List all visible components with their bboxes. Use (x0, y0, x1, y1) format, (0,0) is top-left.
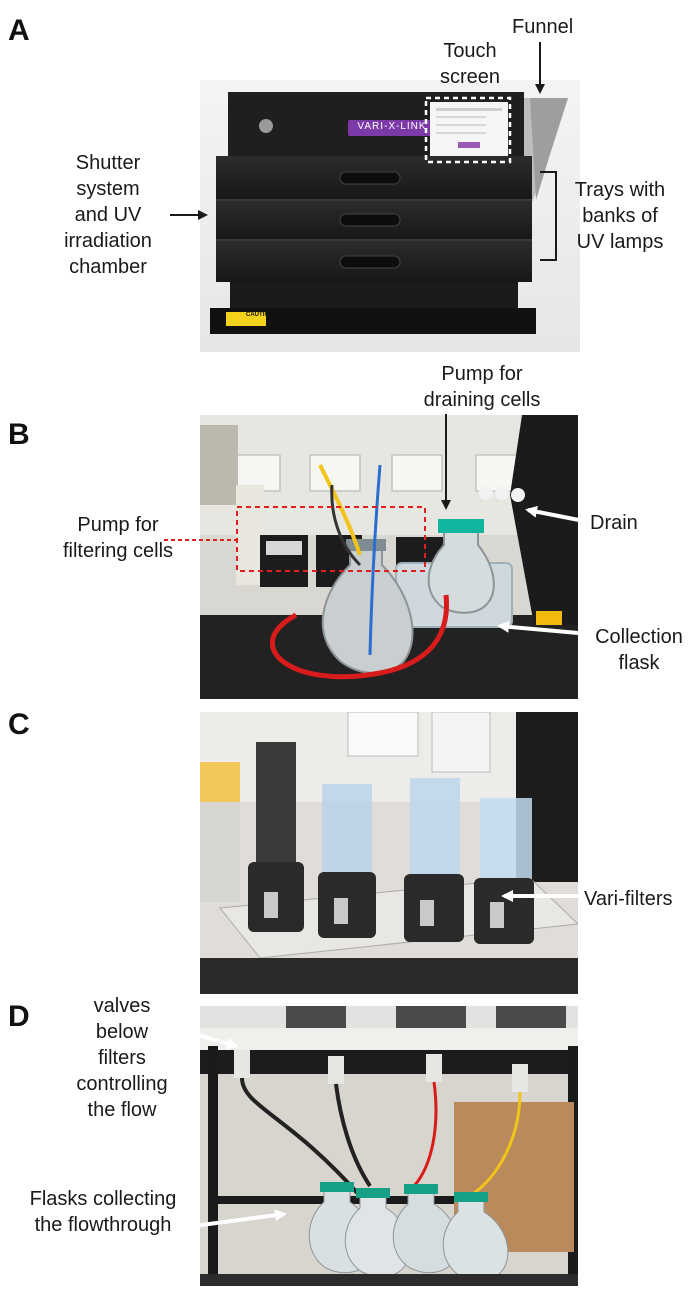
valves-line1: valves (93, 995, 151, 1017)
panel-d-photo (200, 1006, 578, 1286)
panel-letter-c: C (8, 708, 30, 741)
shutter-label-line5: chamber (69, 256, 147, 278)
panel-c-photo (200, 712, 578, 994)
trays-label-line3: UV lamps (576, 231, 664, 253)
trays-label: Trays with banks of UV lamps (566, 177, 674, 255)
pump-filtering-line1: Pump for (77, 514, 159, 536)
flasks-line1: Flasks collecting (29, 1188, 177, 1210)
shutter-system-label: Shutter system and UV irradiation chambe… (50, 150, 166, 280)
valves-line3: filters (98, 1047, 146, 1069)
funnel-label: Funnel (512, 16, 574, 38)
pump-draining-line1: Pump for (441, 363, 523, 385)
vari-filters-label: Vari-filters (584, 888, 673, 910)
panel-b-photo (200, 415, 578, 699)
panel-letter-a: A (8, 14, 30, 47)
pump-draining-line2: draining cells (423, 389, 541, 411)
touch-screen-label-line2: screen (439, 66, 501, 88)
pump-filtering-line2: filtering cells (62, 540, 174, 562)
pump-filtering-label: Pump for filtering cells (48, 512, 188, 564)
valves-line2: below (95, 1021, 149, 1043)
trays-label-line2: banks of (582, 205, 658, 227)
trays-label-line1: Trays with (574, 179, 666, 201)
valves-line4: controlling (76, 1073, 168, 1095)
collection-flask-label: Collection flask (584, 624, 694, 676)
shutter-label-line3: and UV (74, 204, 142, 226)
shutter-label-line4: irradiation (64, 230, 152, 252)
brand-label: VARI-X-LINK (357, 121, 427, 132)
collection-line1: Collection (595, 626, 683, 648)
caution-label: CAUTION (246, 312, 274, 318)
shutter-label-line1: Shutter (75, 152, 141, 174)
touch-screen-label: Touch screen (432, 38, 508, 90)
flasks-line2: the flowthrough (34, 1214, 172, 1236)
shutter-label-line2: system (76, 178, 140, 200)
collection-line2: flask (618, 652, 660, 674)
panel-letter-d: D (8, 1000, 30, 1033)
flasks-collecting-label: Flasks collecting the flowthrough (10, 1186, 196, 1238)
panel-letter-b: B (8, 418, 30, 451)
drain-label: Drain (590, 512, 638, 534)
valves-label: valves below filters controlling the flo… (62, 993, 182, 1123)
valves-line5: the flow (87, 1099, 157, 1121)
touch-screen-label-line1: Touch (443, 40, 497, 62)
pump-draining-label: Pump for draining cells (396, 361, 568, 413)
